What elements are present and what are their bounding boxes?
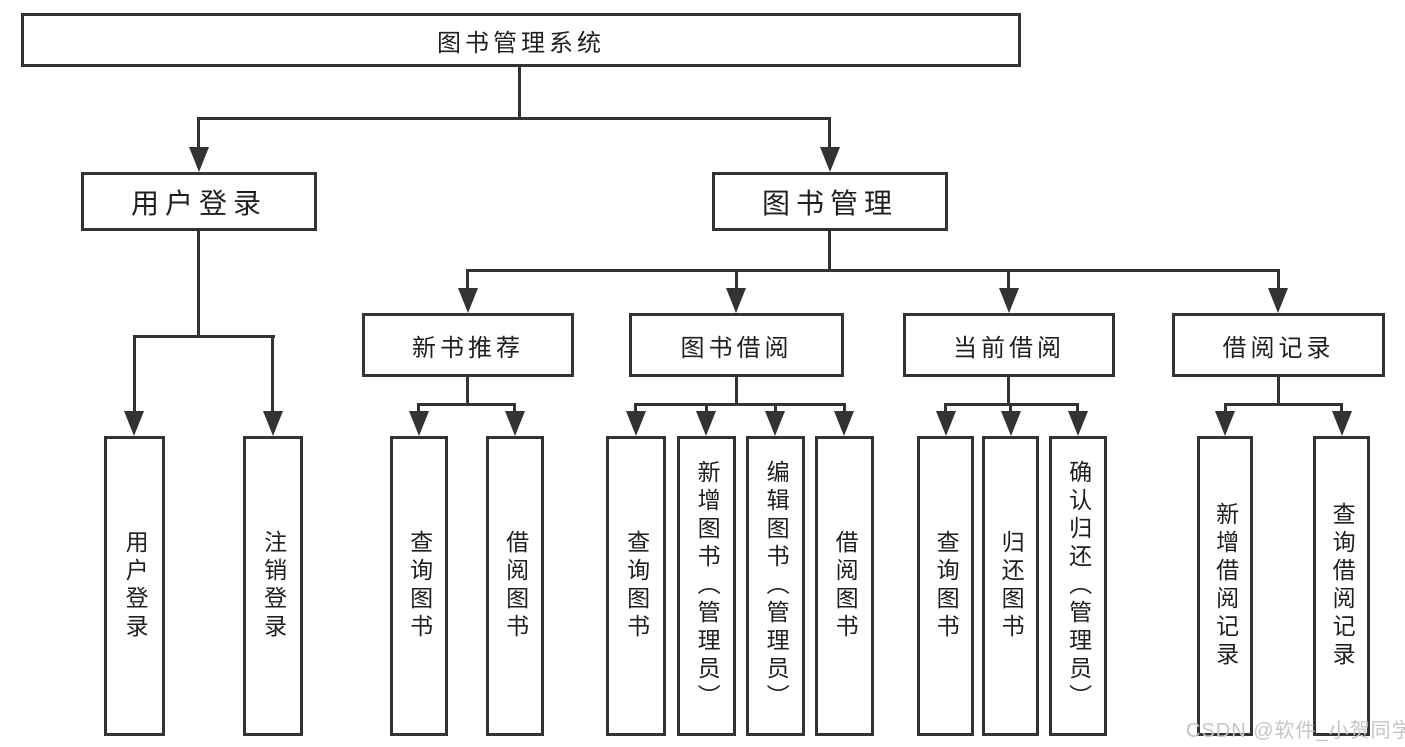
leaf-label: 借阅图书 xyxy=(832,530,859,642)
connector-line xyxy=(197,231,200,337)
node-book-management: 图书管理 xyxy=(712,172,948,231)
arrow-down-icon xyxy=(1001,411,1021,436)
connector-line xyxy=(271,335,274,415)
node-label: 图书借阅 xyxy=(680,334,793,362)
connector-line xyxy=(1340,403,1343,417)
arrow-down-icon xyxy=(999,288,1019,313)
connector-line xyxy=(197,117,831,120)
connector-line xyxy=(828,117,831,153)
node-label: 借阅记录 xyxy=(1222,334,1335,362)
leaf-label: 新增借阅记录 xyxy=(1212,502,1239,670)
connector-line xyxy=(828,231,831,271)
connector-line xyxy=(466,269,1280,272)
connector-line xyxy=(944,403,947,417)
connector-line xyxy=(1007,269,1010,293)
leaf-label: 新增图书（管理员） xyxy=(694,460,721,712)
leaf-add-book-admin: 新增图书（管理员） xyxy=(677,436,736,736)
leaf-borrow-books-borrowing: 借阅图书 xyxy=(815,436,874,736)
connector-line xyxy=(466,377,469,405)
node-label: 当前借阅 xyxy=(953,334,1065,362)
arrow-down-icon xyxy=(726,288,746,313)
connector-line xyxy=(1277,377,1280,405)
node-borrowing-records: 借阅记录 xyxy=(1172,313,1385,377)
connector-line xyxy=(1224,403,1343,406)
leaf-logout: 注销登录 xyxy=(243,436,303,736)
node-book-borrowing: 图书借阅 xyxy=(629,313,844,377)
node-label: 图书管理 xyxy=(761,187,898,219)
leaf-label: 用户登录 xyxy=(122,530,149,642)
arrow-down-icon xyxy=(1268,288,1288,313)
node-label: 图书管理系统 xyxy=(437,29,605,57)
leaf-add-borrow-record: 新增借阅记录 xyxy=(1197,436,1253,736)
arrow-down-icon xyxy=(765,411,785,436)
node-current-borrowing: 当前借阅 xyxy=(903,313,1115,377)
connector-line xyxy=(518,67,521,118)
leaf-label: 查询图书 xyxy=(933,530,960,642)
connector-line xyxy=(1076,403,1079,417)
leaf-label: 借阅图书 xyxy=(502,530,529,642)
arrow-down-icon xyxy=(505,411,525,436)
arrow-down-icon xyxy=(458,288,478,313)
leaf-label: 查询图书 xyxy=(406,530,433,642)
connector-line xyxy=(735,269,738,293)
connector-line xyxy=(1007,377,1010,405)
node-user-login: 用户登录 xyxy=(81,172,317,231)
leaf-label: 归还图书 xyxy=(998,530,1025,642)
leaf-user-login: 用户登录 xyxy=(104,436,165,736)
node-label: 用户登录 xyxy=(130,187,267,219)
leaf-label: 确认归还（管理员） xyxy=(1065,460,1092,712)
connector-line xyxy=(1224,403,1227,417)
arrow-down-icon xyxy=(263,411,283,436)
arrow-down-icon xyxy=(820,147,840,172)
leaf-confirm-return-admin: 确认归还（管理员） xyxy=(1049,436,1107,736)
leaf-label: 查询借阅记录 xyxy=(1329,502,1356,670)
arrow-down-icon xyxy=(124,411,144,436)
connector-line xyxy=(735,377,738,405)
arrow-down-icon xyxy=(1332,411,1352,436)
connector-line xyxy=(843,403,846,417)
connector-line xyxy=(417,403,516,406)
leaf-edit-book-admin: 编辑图书（管理员） xyxy=(746,436,805,736)
leaf-query-books-borrowing: 查询图书 xyxy=(606,436,666,736)
arrow-down-icon xyxy=(409,411,429,436)
node-label: 新书推荐 xyxy=(412,334,524,362)
arrow-down-icon xyxy=(936,411,956,436)
leaf-query-books-recommend: 查询图书 xyxy=(390,436,448,736)
leaf-borrow-books-recommend: 借阅图书 xyxy=(486,436,544,736)
connector-line xyxy=(774,403,777,417)
leaf-label: 查询图书 xyxy=(623,530,650,642)
leaf-label: 注销登录 xyxy=(260,530,287,642)
connector-line xyxy=(513,403,516,417)
leaf-query-books-current: 查询图书 xyxy=(917,436,974,736)
connector-line xyxy=(1277,269,1280,293)
connector-line xyxy=(466,269,469,293)
arrow-down-icon xyxy=(696,411,716,436)
connector-line xyxy=(133,335,136,415)
leaf-query-borrow-record: 查询借阅记录 xyxy=(1313,436,1370,736)
arrow-down-icon xyxy=(626,411,646,436)
arrow-down-icon xyxy=(834,411,854,436)
connector-line xyxy=(705,403,708,417)
arrow-down-icon xyxy=(1068,411,1088,436)
node-library-management-system: 图书管理系统 xyxy=(21,13,1021,67)
connector-line xyxy=(634,403,637,417)
leaf-label: 编辑图书（管理员） xyxy=(763,460,790,712)
node-new-book-recommendation: 新书推荐 xyxy=(362,313,574,377)
arrow-down-icon xyxy=(1215,411,1235,436)
leaf-return-books: 归还图书 xyxy=(982,436,1039,736)
connector-line xyxy=(634,403,846,406)
csdn-watermark: CSDN @软件_小贺同学 xyxy=(1186,720,1405,742)
connector-line xyxy=(197,117,200,153)
connector-line xyxy=(133,335,275,338)
connector-line xyxy=(417,403,420,417)
connector-line xyxy=(1009,403,1012,417)
arrow-down-icon xyxy=(189,147,209,172)
